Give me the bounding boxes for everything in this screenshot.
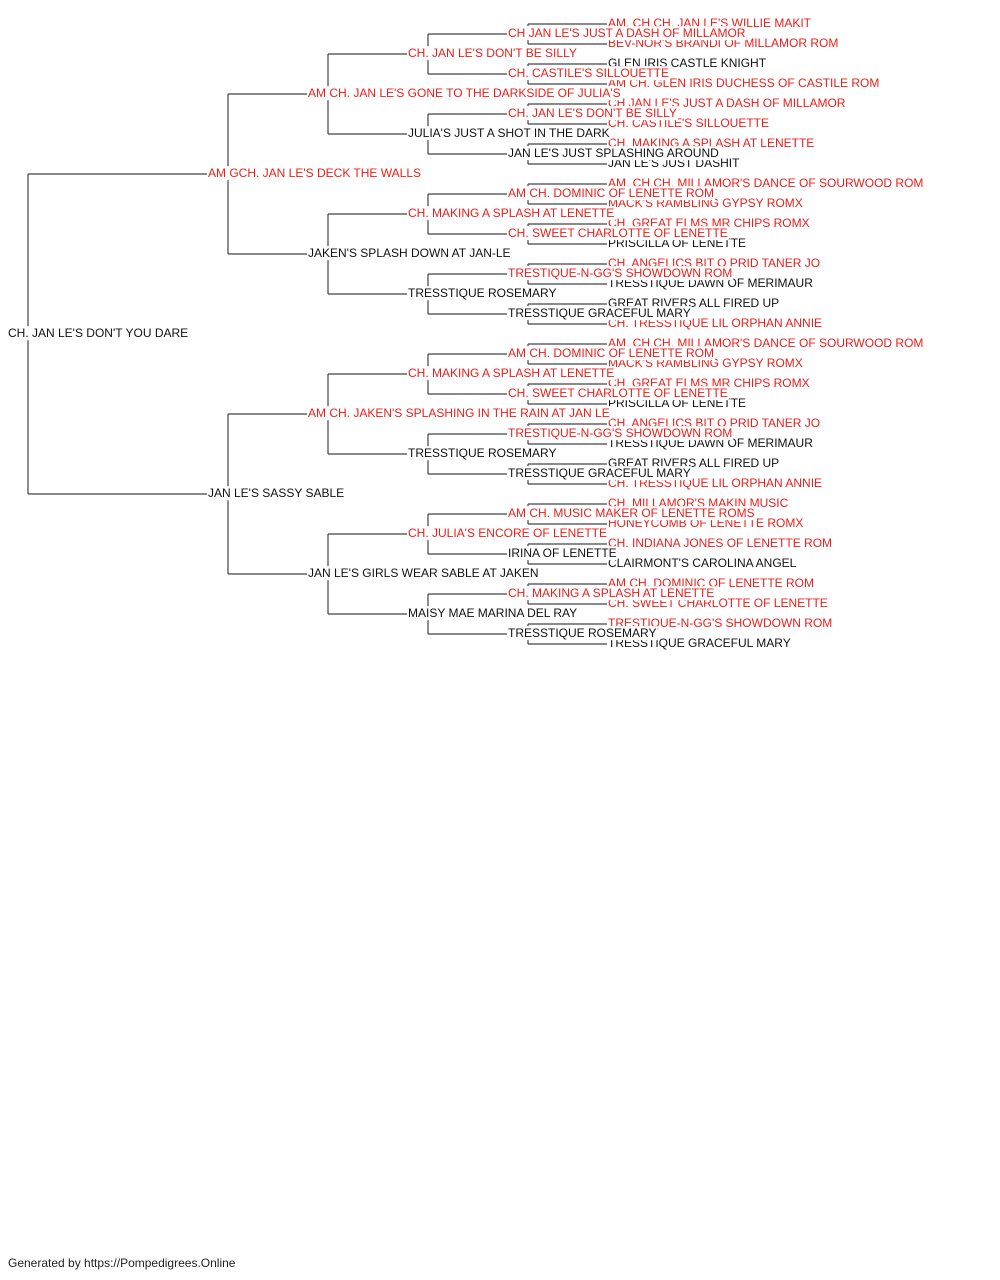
dog-name-pedigree.sire.sire.sire.sire: CH JAN LE'S JUST A DASH OF MILLAMOR — [508, 26, 746, 40]
dog-name-pedigree.dam.sire.dam.sire: TRESTIQUE-N-GG'S SHOWDOWN ROM — [508, 426, 732, 440]
dog-name-pedigree: CH. JAN LE'S DON'T YOU DARE — [8, 326, 188, 340]
dog-name-pedigree.sire.sire.dam.dam: JAN LE'S JUST SPLASHING AROUND — [508, 146, 719, 160]
dog-name-pedigree.sire.sire.sire: CH. JAN LE'S DON'T BE SILLY — [408, 46, 577, 60]
label-background — [607, 536, 834, 551]
label-background — [407, 606, 579, 621]
label-background — [507, 546, 618, 561]
label-background — [507, 306, 692, 321]
label-background — [507, 106, 678, 121]
dog-name-pedigree.sire.dam.sire: CH. MAKING A SPLASH AT LENETTE — [408, 206, 614, 220]
label-background — [407, 366, 616, 381]
dog-name-pedigree.dam.dam.dam.sire: CH. MAKING A SPLASH AT LENETTE — [508, 586, 714, 600]
label-background — [7, 326, 190, 341]
dog-name-pedigree.dam.sire.sire: CH. MAKING A SPLASH AT LENETTE — [408, 366, 614, 380]
dog-name-pedigree.dam.sire.sire.dam: CH. SWEET CHARLOTTE OF LENETTE — [508, 386, 728, 400]
dog-name-pedigree.dam: JAN LE'S SASSY SABLE — [208, 486, 344, 500]
dog-name-pedigree.dam.dam.dam: MAISY MAE MARINA DEL RAY — [408, 606, 577, 620]
label-background — [407, 46, 578, 61]
dog-name-pedigree.sire.dam.sire.dam: CH. SWEET CHARLOTTE OF LENETTE — [508, 226, 728, 240]
label-background — [507, 66, 670, 81]
dog-name-pedigree.dam.dam.sire.sire: AM CH. MUSIC MAKER OF LENETTE ROMS — [508, 506, 755, 520]
dog-name-pedigree.dam.dam.sire.dam.dam: CLAIRMONT'S CAROLINA ANGEL — [608, 556, 797, 570]
label-background — [307, 86, 622, 101]
label-background — [507, 626, 658, 641]
dog-name-pedigree.sire.sire: AM CH. JAN LE'S GONE TO THE DARKSIDE OF … — [308, 86, 621, 100]
label-background — [507, 586, 716, 601]
label-background — [407, 446, 558, 461]
label-background — [307, 246, 512, 261]
label-background — [507, 146, 721, 161]
label-background — [307, 566, 540, 581]
dog-name-pedigree.sire.dam.dam: TRESSTIQUE ROSEMARY — [408, 286, 556, 300]
label-background — [207, 166, 423, 181]
dog-name-pedigree.sire.sire.sire.dam: CH. CASTILE'S SILLOUETTE — [508, 66, 669, 80]
dog-name-pedigree.sire.sire.sire.dam.dam: AM CH. GLEN IRIS DUCHESS OF CASTILE ROM — [608, 76, 879, 90]
label-background — [507, 26, 747, 41]
label-background — [507, 426, 734, 441]
label-background — [407, 126, 611, 141]
dog-name-pedigree.dam.dam.sire.dam: IRINA OF LENETTE — [508, 546, 617, 560]
label-background — [507, 226, 729, 241]
dog-name-pedigree.dam.dam.dam.dam.sire: TRESTIQUE-N-GG'S SHOWDOWN ROM — [608, 616, 832, 630]
dog-name-pedigree.dam.dam: JAN LE'S GIRLS WEAR SABLE AT JAKEN — [308, 566, 539, 580]
label-background — [507, 346, 716, 361]
dog-name-pedigree.dam.sire.sire.sire: AM CH. DOMINIC OF LENETTE ROM — [508, 346, 714, 360]
label-background — [507, 466, 692, 481]
dog-name-pedigree.dam.sire.dam: TRESSTIQUE ROSEMARY — [408, 446, 556, 460]
label-background — [407, 526, 608, 541]
label-background — [507, 386, 729, 401]
dog-name-pedigree.sire.dam.sire.sire: AM CH. DOMINIC OF LENETTE ROM — [508, 186, 714, 200]
label-background — [607, 76, 881, 91]
dog-name-pedigree.dam.dam.sire.dam.sire: CH. INDIANA JONES OF LENETTE ROM — [608, 536, 832, 550]
label-background — [407, 286, 558, 301]
dog-name-pedigree.dam.dam.dam.dam: TRESSTIQUE ROSEMARY — [508, 626, 656, 640]
dog-name-pedigree.dam.dam.sire: CH. JULIA'S ENCORE OF LENETTE — [408, 526, 607, 540]
pedigree-names: AM. CH.CH. JAN LE'S WILLIE MAKITBEV-NOR'… — [7, 16, 925, 651]
dog-name-pedigree.sire.sire.dam.sire: CH. JAN LE'S DON'T BE SILLY — [508, 106, 677, 120]
label-background — [507, 186, 716, 201]
label-background — [407, 206, 616, 221]
dog-name-pedigree.sire.dam.dam.dam: TRESSTIQUE GRACEFUL MARY — [508, 306, 691, 320]
dog-name-pedigree.sire.dam.dam.sire: TRESTIQUE-N-GG'S SHOWDOWN ROM — [508, 266, 732, 280]
label-background — [207, 486, 346, 501]
dog-name-pedigree.sire: AM GCH. JAN LE'S DECK THE WALLS — [208, 166, 421, 180]
dog-name-pedigree.sire.sire.dam: JULIA'S JUST A SHOT IN THE DARK — [408, 126, 610, 140]
label-background — [607, 556, 798, 571]
label-background — [307, 406, 611, 421]
label-background — [607, 616, 834, 631]
label-background — [507, 506, 756, 521]
generated-by-footer: Generated by https://Pompedigrees.Online — [8, 1256, 236, 1270]
label-background — [507, 266, 734, 281]
dog-name-pedigree.dam.sire.dam.dam: TRESSTIQUE GRACEFUL MARY — [508, 466, 691, 480]
dog-name-pedigree.dam.sire: AM CH. JAKEN'S SPLASHING IN THE RAIN AT … — [308, 406, 610, 420]
dog-name-pedigree.sire.dam: JAKEN'S SPLASH DOWN AT JAN-LE — [308, 246, 511, 260]
